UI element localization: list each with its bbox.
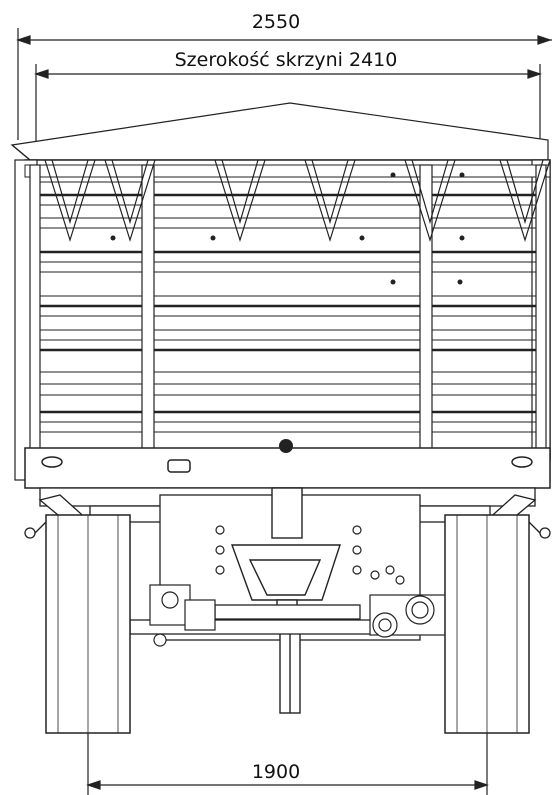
stake-brackets bbox=[44, 159, 551, 243]
stake-v bbox=[304, 159, 356, 243]
stake-v-inner bbox=[111, 159, 149, 225]
stake-v bbox=[214, 159, 266, 243]
track-width-label: 1900 bbox=[252, 761, 300, 783]
dimension-overall-width bbox=[16, 28, 552, 140]
stake-v-inner bbox=[221, 159, 259, 225]
center-hitch-ball bbox=[279, 439, 293, 453]
dimension-track-width bbox=[86, 733, 489, 795]
stake-v bbox=[404, 159, 456, 243]
right-brake-assembly bbox=[369, 565, 451, 638]
left-wheel bbox=[45, 514, 131, 734]
stake-v-inner bbox=[411, 159, 449, 225]
right-wheel bbox=[444, 514, 530, 734]
stake-v bbox=[499, 159, 551, 243]
stake-v bbox=[44, 159, 96, 243]
box-width-label: Szerokość skrzyni 2410 bbox=[175, 49, 398, 71]
stake-v-inner bbox=[506, 159, 544, 225]
overall-width-label: 2550 bbox=[252, 11, 300, 33]
left-brake-assembly bbox=[149, 584, 216, 647]
stake-v bbox=[104, 159, 156, 243]
stake-v-inner bbox=[311, 159, 349, 225]
stake-v-inner bbox=[51, 159, 89, 225]
box-bottom-frame bbox=[24, 447, 551, 489]
tarp-roof bbox=[10, 102, 549, 161]
chassis-holes bbox=[215, 525, 362, 575]
slat-bolts bbox=[110, 172, 465, 285]
dimension-box-width bbox=[34, 64, 542, 150]
